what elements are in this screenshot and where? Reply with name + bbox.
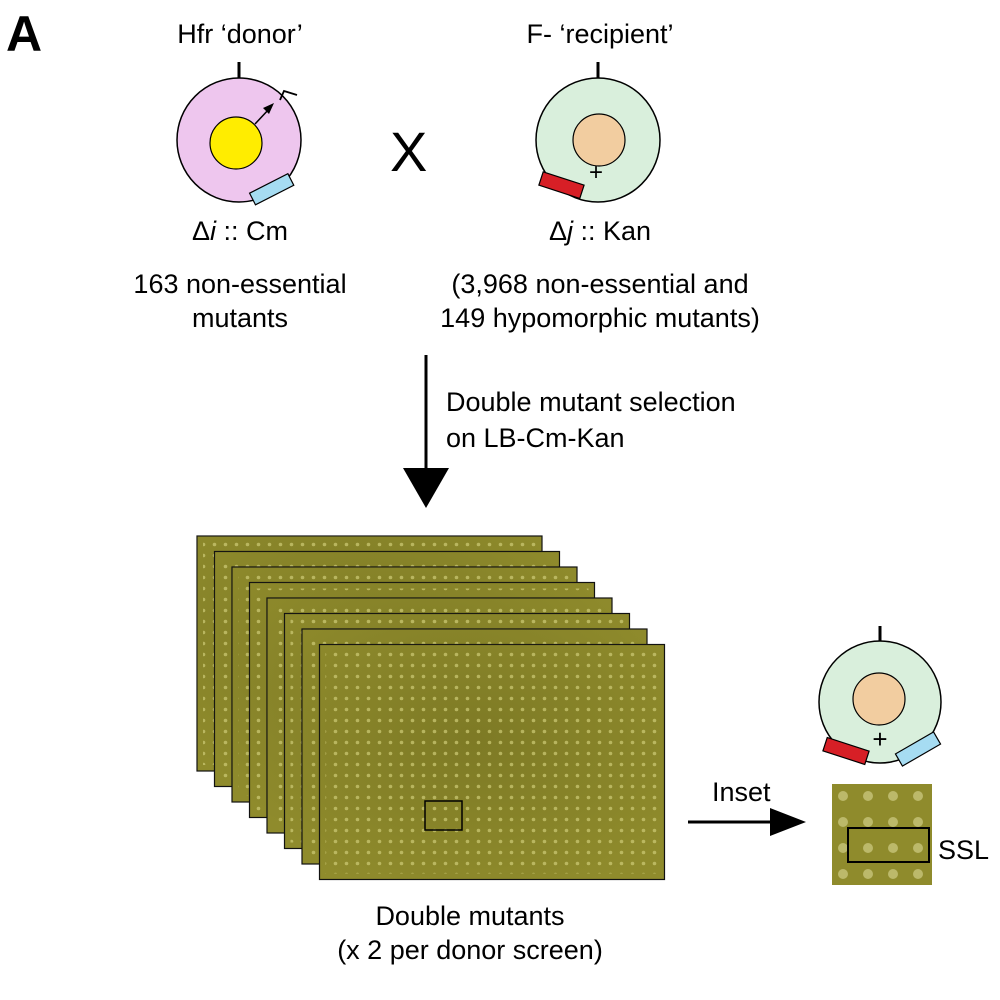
donor-delta-symbol: Δ — [191, 216, 211, 246]
inset-colony — [838, 843, 848, 853]
plates-caption-line1: Double mutants — [375, 901, 565, 931]
inset-colony — [863, 817, 873, 827]
selection-line1: Double mutant selection — [446, 387, 736, 417]
inset-colony — [838, 869, 848, 879]
donor-marker-label: :: Cm — [223, 216, 289, 246]
plate-stack — [196, 535, 666, 881]
inset-colony — [863, 843, 873, 853]
inset-colony — [913, 791, 923, 801]
cross-symbol: X — [390, 120, 428, 183]
inset-colony — [863, 869, 873, 879]
inset-plate — [832, 784, 932, 885]
inset-colony — [888, 791, 898, 801]
panel-letter: A — [6, 6, 43, 62]
inset-colony — [888, 869, 898, 879]
inset-colony — [838, 817, 848, 827]
agar-plate — [318, 643, 666, 881]
recipient-description-line1: (3,968 non-essential and — [451, 269, 749, 299]
inset-colony — [863, 791, 873, 801]
recipient-title: F- ‘recipient’ — [526, 19, 674, 49]
donor-cell — [176, 62, 302, 206]
plates-caption-line2: (x 2 per donor screen) — [337, 935, 603, 965]
donor-description-line2: mutants — [191, 303, 289, 333]
recipient-gene-name: j — [566, 216, 573, 246]
selected-region-box — [424, 800, 463, 831]
donor-description-line1: 163 non-essential — [133, 269, 347, 299]
inset-colony — [888, 843, 898, 853]
recipient-plus-sign: + — [589, 159, 603, 186]
donor-genotype: Δi :: Cm — [140, 215, 340, 247]
ssl-label: SSL — [938, 835, 990, 865]
inset-colony — [838, 791, 848, 801]
inset-colony — [913, 869, 923, 879]
inset-colony — [888, 817, 898, 827]
donor-title: Hfr ‘donor’ — [177, 19, 303, 49]
recipient-genotype: Δj :: Kan — [500, 215, 700, 247]
double-plus-sign: + — [872, 724, 887, 754]
donor-gene-name: i — [210, 216, 217, 246]
recipient-delta-symbol: Δ — [548, 216, 567, 246]
inset-label: Inset — [712, 777, 771, 807]
inset-colony — [913, 843, 923, 853]
ssl-box — [847, 827, 930, 863]
selection-line2: on LB-Cm-Kan — [446, 423, 625, 453]
inset-arrow — [688, 808, 806, 836]
double-mutant-cell: + — [818, 626, 942, 767]
inset-colony — [913, 817, 923, 827]
recipient-cell: + — [535, 62, 661, 203]
recipient-marker-label: :: Kan — [580, 216, 652, 246]
recipient-description-line2: 149 hypomorphic mutants) — [440, 303, 760, 333]
selection-arrow — [403, 355, 449, 508]
